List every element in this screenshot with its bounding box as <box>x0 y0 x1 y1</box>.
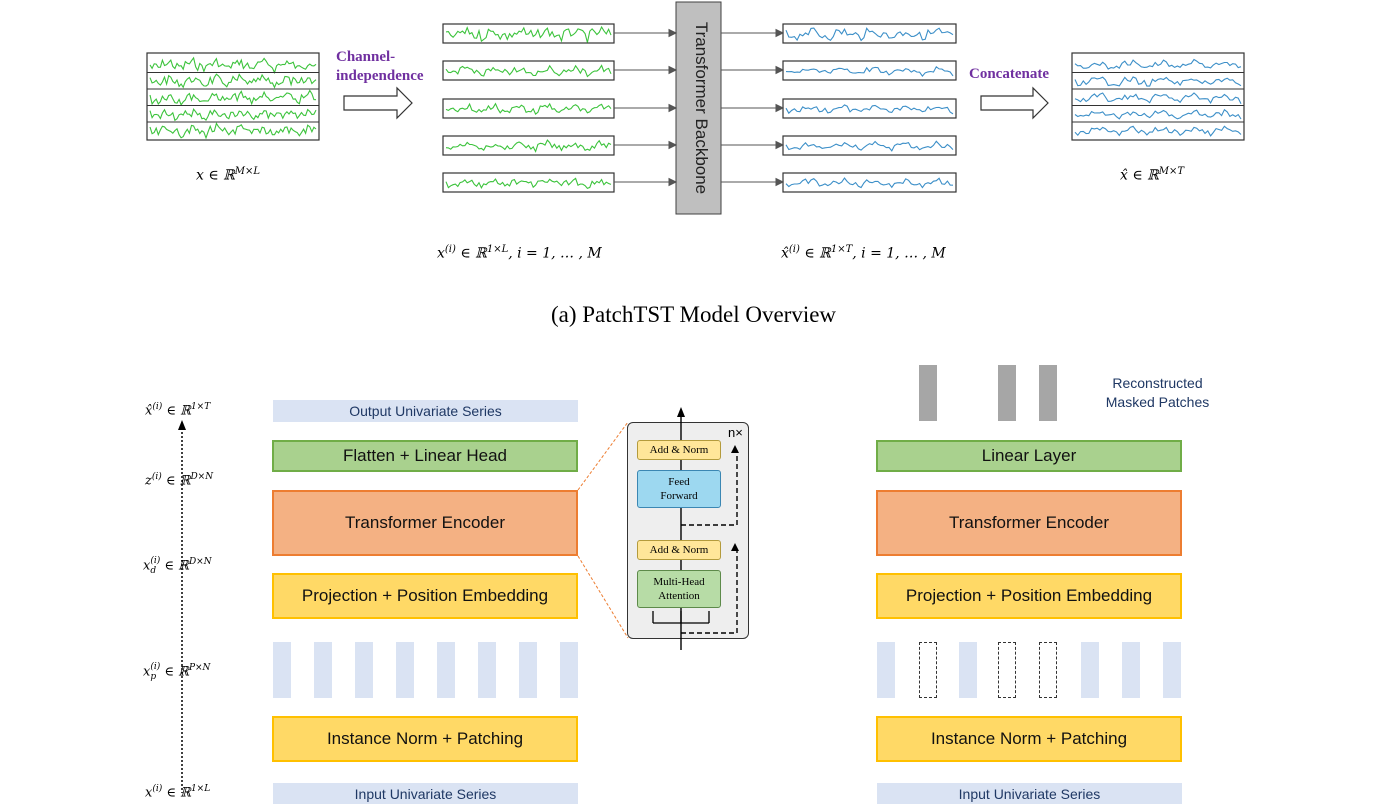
transformer-encoder-left: Transformer Encoder <box>272 490 578 556</box>
dim-label-output: x̂(i) ∈ ℝ1×T <box>145 402 211 419</box>
output-stack-line <box>1074 58 1242 70</box>
split-output-math: x̂(i) ∈ ℝ1×T, i = 1, … , M <box>781 244 946 262</box>
input-math: x ∈ ℝM×L <box>196 166 261 184</box>
overview-graphics <box>146 1 1245 215</box>
reconstructed-patch <box>998 365 1016 421</box>
multi-head-attention: Multi-Head Attention <box>637 570 721 608</box>
flow-arrow-head <box>775 140 785 150</box>
flow-arrow-head <box>775 28 785 38</box>
split-input-math: x(i) ∈ ℝ1×L, i = 1, … , M <box>437 244 602 262</box>
instance-norm-patching-right: Instance Norm + Patching <box>876 716 1182 762</box>
input-series-line <box>149 108 317 122</box>
patch <box>273 642 291 698</box>
masked-patch <box>998 642 1016 698</box>
output-stack-line <box>1074 108 1242 120</box>
split-series-box <box>442 60 615 81</box>
split-series-line <box>445 64 612 78</box>
masked-patch <box>919 642 937 698</box>
feed-forward: Feed Forward <box>637 470 721 508</box>
masked-patch <box>1039 642 1057 698</box>
output-stack-line <box>1074 125 1242 137</box>
patch <box>355 642 373 698</box>
flow-arrow-head <box>775 65 785 75</box>
split-series-line <box>445 102 612 115</box>
add-norm-bottom: Add & Norm <box>637 540 721 560</box>
output-series-line <box>785 140 954 152</box>
patch <box>396 642 414 698</box>
split-series-line <box>445 25 612 43</box>
flow-arrow-head <box>668 177 678 187</box>
dim-label-xd: x(i)d ∈ ℝD×N <box>143 556 212 576</box>
dim-label-xp: x(i)p ∈ ℝP×N <box>143 662 211 682</box>
input-series-line <box>149 89 317 106</box>
dim-label-input: x(i) ∈ ℝ1×L <box>145 784 211 801</box>
split-series-line <box>445 177 612 190</box>
input-series-line <box>149 56 317 75</box>
input-series-line <box>149 122 317 140</box>
reconstructed-patch <box>919 365 937 421</box>
output-stack-line <box>1074 92 1242 105</box>
flow-arrow-head <box>668 140 678 150</box>
patch <box>1122 642 1140 698</box>
reconstructed-label: Reconstructed Masked Patches <box>1105 375 1210 410</box>
output-univariate-series: Output Univariate Series <box>273 400 578 422</box>
patch <box>478 642 496 698</box>
patch <box>560 642 578 698</box>
encoder-detail-connectors <box>577 421 629 639</box>
projection-embedding-left: Projection + Position Embedding <box>272 573 578 619</box>
split-series-box <box>442 98 615 119</box>
output-math: x̂ ∈ ℝM×T <box>1120 166 1185 184</box>
output-series-line <box>785 27 954 42</box>
split-series-line <box>445 139 612 153</box>
output-stack-line <box>1074 76 1242 87</box>
output-series-line <box>785 177 954 189</box>
flow-arrow-head <box>668 65 678 75</box>
figure-caption: (a) PatchTST Model Overview <box>550 302 837 327</box>
channel-independence-arrow <box>343 86 413 120</box>
input-univariate-series-right: Input Univariate Series <box>877 783 1182 804</box>
patch <box>959 642 977 698</box>
reconstructed-patch <box>1039 365 1057 421</box>
repeat-label: n× <box>728 425 743 440</box>
linear-layer: Linear Layer <box>876 440 1182 472</box>
input-univariate-series-left: Input Univariate Series <box>273 783 578 804</box>
patch <box>877 642 895 698</box>
instance-norm-patching-left: Instance Norm + Patching <box>272 716 578 762</box>
add-norm-top: Add & Norm <box>637 440 721 460</box>
patch <box>314 642 332 698</box>
output-series-line <box>785 65 954 77</box>
patch <box>437 642 455 698</box>
flatten-linear-head: Flatten + Linear Head <box>272 440 578 472</box>
concatenate-arrow <box>980 86 1049 120</box>
projection-embedding-right: Projection + Position Embedding <box>876 573 1182 619</box>
concatenate-label: Concatenate <box>969 66 1049 82</box>
flow-arrow-head <box>668 28 678 38</box>
input-series-line <box>149 73 317 89</box>
flow-arrow-head <box>668 103 678 113</box>
dim-label-z: z(i) ∈ ℝD×N <box>145 472 214 489</box>
patch <box>1163 642 1181 698</box>
flow-arrow-head <box>775 103 785 113</box>
flow-arrow-head <box>775 177 785 187</box>
backbone-label: Transformer Backbone <box>692 21 711 195</box>
dimension-arrow <box>178 420 186 793</box>
transformer-encoder-right: Transformer Encoder <box>876 490 1182 556</box>
patch <box>519 642 537 698</box>
patch <box>1081 642 1099 698</box>
output-series-line <box>785 104 954 115</box>
channel-independence-label: Channel- independence <box>336 49 424 84</box>
